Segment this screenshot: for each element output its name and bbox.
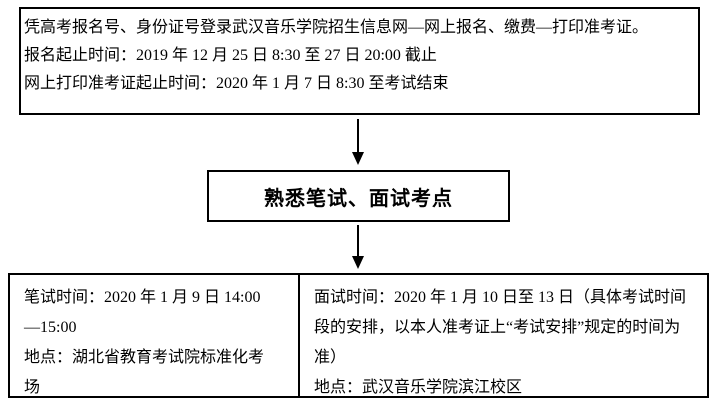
written-exam-cell: 笔试时间：2020 年 1 月 9 日 14:00—15:00 地点：湖北省教育…: [10, 275, 300, 396]
familiarize-venues-label: 熟悉笔试、面试考点: [264, 187, 453, 210]
registration-procedure-line: 凭高考报名号、身份证号登录武汉音乐学院招生信息网—网上报名、缴费—打印准考证。: [24, 19, 649, 36]
interview-time: 面试时间：2020 年 1 月 10 日至 13 日（具体考试时间段的安排，以本…: [314, 289, 687, 366]
arrow-shaft: [357, 119, 359, 152]
written-exam-location: 地点：湖北省教育考试院标准化考场: [24, 349, 265, 396]
arrow-head: [352, 256, 364, 269]
arrow-shaft: [357, 225, 359, 256]
interview-location: 地点：武汉音乐学院滨江校区: [314, 379, 523, 396]
exam-details-box: 笔试时间：2020 年 1 月 9 日 14:00—15:00 地点：湖北省教育…: [8, 273, 709, 398]
admission-ticket-print-line: 网上打印准考证起止时间：2020 年 1 月 7 日 8:30 至考试结束: [24, 75, 449, 92]
arrow-head: [352, 152, 364, 165]
interview-cell: 面试时间：2020 年 1 月 10 日至 13 日（具体考试时间段的安排，以本…: [300, 275, 707, 396]
registration-info-box: 凭高考报名号、身份证号登录武汉音乐学院招生信息网—网上报名、缴费—打印准考证。 …: [19, 7, 700, 115]
down-arrow-icon: [352, 119, 364, 165]
written-exam-time: 笔试时间：2020 年 1 月 9 日 14:00—15:00: [24, 289, 261, 336]
down-arrow-icon: [352, 225, 364, 269]
familiarize-venues-box: 熟悉笔试、面试考点: [207, 170, 510, 222]
registration-period-line: 报名起止时间：2019 年 12 月 25 日 8:30 至 27 日 20:0…: [24, 47, 437, 64]
